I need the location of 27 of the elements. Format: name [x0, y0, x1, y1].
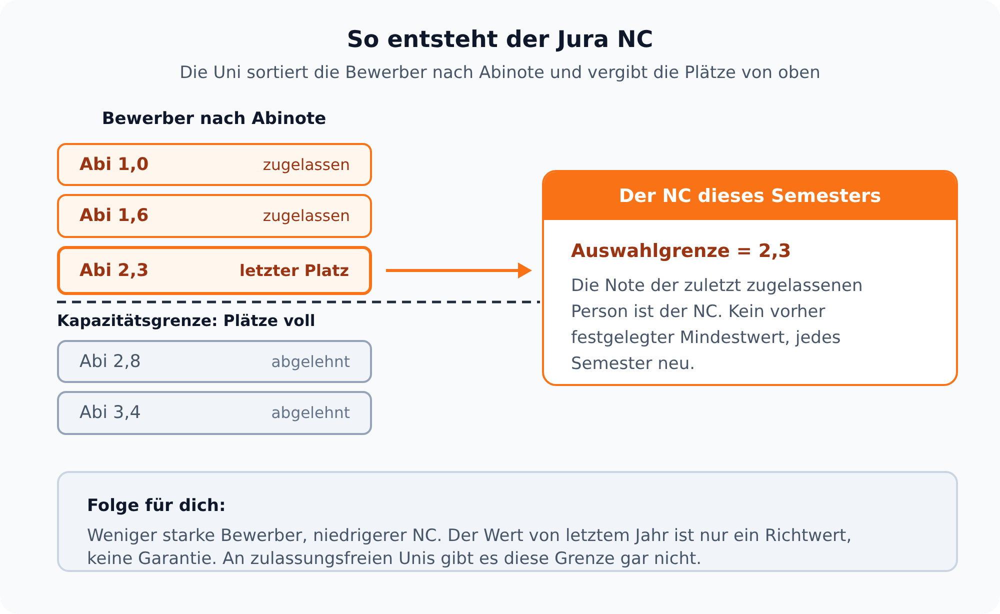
- status-text: abgelehnt: [271, 352, 350, 372]
- status-text: zugelassen: [262, 206, 350, 226]
- applicant-row: [57, 246, 372, 295]
- diagram-title: So entsteht der Jura NC: [346, 26, 654, 55]
- subtitle: Die Uni sortiert die Bewerber nach Abinote und vergibt die Plätze von oben: [180, 62, 820, 84]
- note-text: Weniger starke Bewerber, niedrigerer NC. Der Wert von letztem Jahr ist nur ein Richtwert, keine Garantie. An zulassungsfreien Unis gibt es diese Grenze gar nicht.: [87, 525, 853, 571]
- grade-text: Abi 2,3: [80, 260, 149, 282]
- status-text: zugelassen: [262, 154, 350, 174]
- divider-label: Kapazitätsgrenze: Plätze voll: [57, 310, 316, 332]
- arrow: [386, 262, 532, 278]
- status-text: abgelehnt: [271, 403, 350, 423]
- applicant-row: [57, 143, 372, 186]
- applicant-row: [57, 340, 372, 383]
- grade-text: Abi 1,6: [80, 205, 149, 227]
- grade-text: Abi 2,8: [80, 350, 141, 372]
- grade-text: Abi 1,0: [80, 154, 149, 176]
- status-text: letzter Platz: [240, 260, 349, 280]
- applicant-row: [57, 391, 372, 435]
- grade-text: Abi 3,4: [80, 402, 141, 424]
- card-text: Die Note der zuletzt zugelassenen Person ist der NC. Kein vorher festgelegter Mindestwert, jedes Semester neu.: [571, 275, 864, 376]
- card-heading: Auswahlgrenze = 2,3: [571, 240, 792, 264]
- column-heading: Bewerber nach Abinote: [102, 108, 326, 130]
- note-panel: [57, 471, 958, 572]
- card-header: Der NC dieses Semesters: [544, 172, 956, 220]
- note-heading: Folge für dich:: [87, 496, 226, 516]
- info-card: [542, 170, 958, 386]
- applicant-row: [57, 194, 372, 238]
